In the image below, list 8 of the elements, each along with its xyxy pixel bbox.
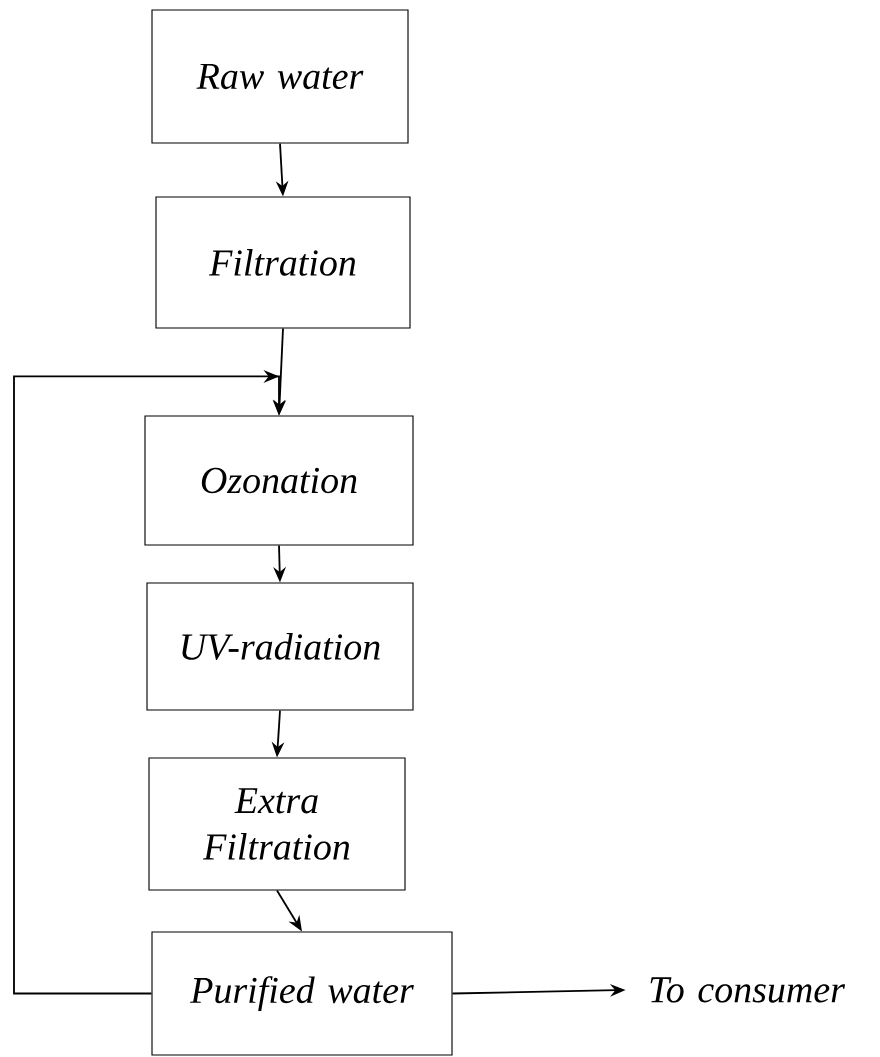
feedback-arrow	[13, 370, 286, 995]
process-box: Extra Filtration	[148, 757, 406, 891]
output-label: To consumer	[650, 977, 846, 1003]
process-box: Ozonation	[144, 415, 414, 546]
process-box: UV-radiation	[146, 582, 414, 711]
process-box: Filtration	[155, 196, 411, 329]
process-box: Purified water	[151, 931, 453, 1056]
process-box: Raw water	[151, 9, 409, 144]
